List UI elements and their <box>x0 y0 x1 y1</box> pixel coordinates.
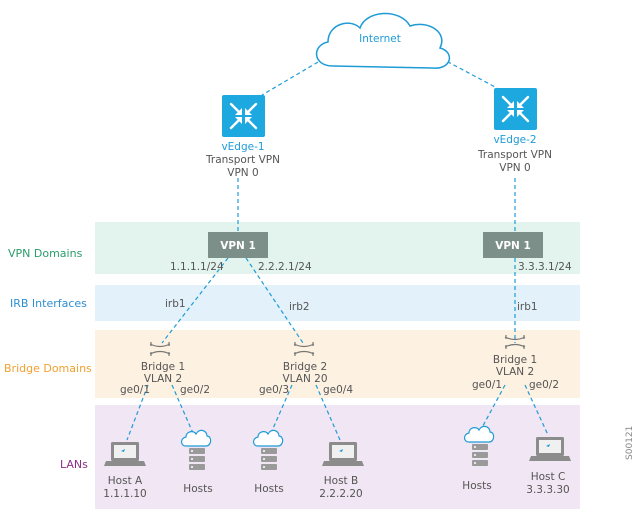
bridge1-vlan: VLAN 2 <box>144 373 182 385</box>
hosts-2-label: Hosts <box>254 483 283 495</box>
band-label-vpn-domains: VPN Domains <box>8 247 83 260</box>
vedge1-router-icon <box>222 95 265 137</box>
host-b-name: Host B <box>324 475 358 487</box>
link-internet-vedge1 <box>261 54 331 96</box>
bridge2-vlan: VLAN 20 <box>282 373 327 385</box>
host-a-name: Host A <box>108 475 143 487</box>
bridge2-port-a: ge0/3 <box>259 384 289 396</box>
vpn1-left-addr-b: 2.2.2.1/24 <box>258 261 312 273</box>
host-a-laptop-icon <box>104 442 146 466</box>
link-vpn1-bridge2 <box>245 257 304 344</box>
vedge2-line1: Transport VPN <box>477 149 552 161</box>
link-bridge1-hosta <box>126 384 149 441</box>
internet-cloud-icon <box>315 12 451 69</box>
irb-left-b: irb2 <box>289 301 310 313</box>
host-c-addr: 3.3.3.30 <box>526 484 569 496</box>
bridge3-name: Bridge 1 <box>493 354 537 366</box>
bridge3-port-b: ge0/2 <box>529 379 559 391</box>
link-bridge3-hosts <box>477 384 506 436</box>
bridge2-name: Bridge 2 <box>283 361 327 373</box>
link-bridge3-hostc <box>524 384 549 436</box>
link-vpn1-bridge1 <box>161 257 229 344</box>
vedge1-line1: Transport VPN <box>205 154 280 166</box>
bridge1-name: Bridge 1 <box>141 361 185 373</box>
vedge1-name: vEdge-1 <box>221 141 264 153</box>
host-c-name: Host C <box>531 471 566 483</box>
irb-left-a: irb1 <box>165 298 186 310</box>
vedge2-router-icon <box>494 88 537 130</box>
host-b-addr: 2.2.2.20 <box>319 488 362 500</box>
host-b-laptop-icon <box>322 442 364 466</box>
hosts-server-icon-3 <box>463 425 495 466</box>
vpn1-right-label: VPN 1 <box>495 240 531 252</box>
bridge3-port-a: ge0/1 <box>472 379 502 391</box>
bridge3-icon <box>504 335 526 349</box>
figure-id: S00121 <box>625 426 635 460</box>
host-a-addr: 1.1.1.10 <box>103 488 146 500</box>
vedge2-name: vEdge-2 <box>493 134 536 146</box>
vedge1-line2: VPN 0 <box>227 167 258 179</box>
vpn1-left-label: VPN 1 <box>220 240 256 252</box>
irb-right: irb1 <box>517 301 538 313</box>
vpn1-left-box <box>208 232 268 258</box>
link-bridge2-hostb <box>315 384 341 441</box>
host-c-laptop-icon <box>529 437 571 461</box>
hosts-server-icon-1 <box>180 429 212 470</box>
bridge1-icon <box>149 342 171 356</box>
bridge1-port-a: ge0/1 <box>120 384 150 396</box>
hosts-server-icon-2 <box>252 429 284 470</box>
bridge2-icon <box>293 342 315 356</box>
bridge2-port-b: ge0/4 <box>323 384 353 396</box>
hosts-1-label: Hosts <box>183 483 212 495</box>
link-internet-vedge2 <box>434 54 498 89</box>
bridge1-port-b: ge0/2 <box>180 384 210 396</box>
link-bridge1-hosts <box>171 384 197 441</box>
irb-interfaces-band <box>95 285 580 321</box>
bridge3-vlan: VLAN 2 <box>496 366 534 378</box>
internet-label: Internet <box>359 33 401 45</box>
band-label-lans: LANs <box>60 458 88 471</box>
band-label-irb-interfaces: IRB Interfaces <box>10 297 87 310</box>
vpn1-right-addr: 3.3.3.1/24 <box>518 261 572 273</box>
vpn1-left-addr-a: 1.1.1.1/24 <box>170 261 224 273</box>
hosts-3-label: Hosts <box>462 480 491 492</box>
bridge-domains-band <box>95 330 580 398</box>
band-label-bridge-domains: Bridge Domains <box>4 362 92 375</box>
vedge2-line2: VPN 0 <box>499 162 530 174</box>
vpn1-right-box <box>483 232 543 258</box>
